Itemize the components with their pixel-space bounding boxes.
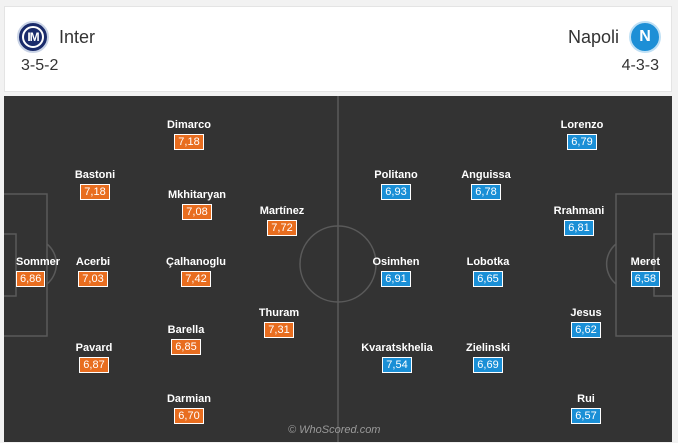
home-team[interactable]: IM Inter — [17, 21, 95, 53]
player-mkhitaryan[interactable]: Mkhitaryan 7,08 — [152, 189, 242, 220]
player-name: Rrahmani — [553, 205, 605, 217]
player-name: Çalhanoglu — [166, 256, 226, 268]
player-pavard[interactable]: Pavard 6,87 — [49, 342, 139, 373]
player-rating: 6,91 — [381, 271, 411, 287]
player-martinez[interactable]: Martínez 7,72 — [237, 205, 327, 236]
home-team-name[interactable]: Inter — [59, 26, 96, 47]
player-name: Darmian — [166, 393, 212, 405]
player-name: Politano — [374, 169, 418, 181]
player-barella[interactable]: Barella 6,85 — [141, 324, 231, 355]
player-rating: 7,42 — [181, 271, 211, 287]
player-kvaratskhelia[interactable]: Kvaratskhelia 7,54 — [352, 342, 442, 373]
napoli-crest-icon: N — [629, 21, 661, 53]
player-dimarco[interactable]: Dimarco 7,18 — [144, 119, 234, 150]
player-name: Osimhen — [372, 256, 420, 268]
player-rating: 7,31 — [264, 322, 294, 338]
player-rating: 6,70 — [174, 408, 204, 424]
player-calhanoglu[interactable]: Çalhanoglu 7,42 — [151, 256, 241, 287]
away-formation: 4-3-3 — [621, 57, 659, 74]
inter-crest-icon: IM — [17, 21, 49, 53]
player-name: Kvaratskhelia — [361, 342, 433, 354]
player-rating: 7,18 — [80, 184, 110, 200]
player-rating: 7,72 — [267, 220, 297, 236]
player-name: Zielinski — [465, 342, 511, 354]
player-rating: 6,79 — [567, 134, 597, 150]
player-politano[interactable]: Politano 6,93 — [351, 169, 441, 200]
player-rrahmani[interactable]: Rrahmani 6,81 — [534, 205, 624, 236]
match-header: IM Inter 3-5-2 Napoli N 4-3-3 — [4, 6, 672, 92]
player-rating: 6,86 — [16, 271, 46, 287]
player-darmian[interactable]: Darmian 6,70 — [144, 393, 234, 424]
player-rating: 6,62 — [571, 322, 601, 338]
player-rating: 6,93 — [381, 184, 411, 200]
player-zielinski[interactable]: Zielinski 6,69 — [443, 342, 533, 373]
player-lobotka[interactable]: Lobotka 6,65 — [443, 256, 533, 287]
watermark: © WhoScored.com — [288, 424, 381, 436]
player-rating: 6,85 — [171, 339, 201, 355]
player-rating: 7,54 — [382, 357, 412, 373]
player-name: Jesus — [570, 307, 602, 319]
player-name: Bastoni — [74, 169, 116, 181]
home-formation: 3-5-2 — [21, 57, 59, 74]
player-rating: 6,81 — [564, 220, 594, 236]
player-osimhen[interactable]: Osimhen 6,91 — [351, 256, 441, 287]
player-lorenzo[interactable]: Lorenzo 6,79 — [537, 119, 627, 150]
away-team-name[interactable]: Napoli — [567, 26, 619, 47]
player-rating: 6,78 — [471, 184, 501, 200]
player-name: Lorenzo — [560, 119, 604, 131]
player-name: Sommer — [16, 256, 61, 268]
player-rating: 7,18 — [174, 134, 204, 150]
player-name: Barella — [167, 324, 205, 336]
player-name: Lobotka — [466, 256, 510, 268]
pitch-lines — [4, 96, 672, 442]
player-acerbi[interactable]: Acerbi 7,03 — [48, 256, 138, 287]
player-bastoni[interactable]: Bastoni 7,18 — [50, 169, 140, 200]
player-rating: 6,65 — [473, 271, 503, 287]
player-sommer[interactable]: Sommer 6,86 — [16, 256, 106, 287]
player-name: Meret — [630, 256, 660, 268]
player-name: Acerbi — [75, 256, 111, 268]
player-name: Martínez — [259, 205, 305, 217]
player-rating: 6,58 — [630, 271, 660, 287]
player-name: Thuram — [258, 307, 300, 319]
player-meret[interactable]: Meret 6,58 — [570, 256, 660, 287]
player-name: Dimarco — [166, 119, 212, 131]
player-rating: 6,69 — [473, 357, 503, 373]
away-team[interactable]: Napoli N — [568, 21, 661, 53]
pitch: Sommer 6,86 Bastoni 7,18 Acerbi 7,03 Pav… — [4, 96, 672, 442]
player-name: Rui — [577, 393, 595, 405]
player-rating: 7,03 — [78, 271, 108, 287]
player-rating: 7,08 — [182, 204, 212, 220]
player-jesus[interactable]: Jesus 6,62 — [541, 307, 631, 338]
player-name: Pavard — [75, 342, 113, 354]
player-name: Mkhitaryan — [167, 189, 227, 201]
player-rating: 6,87 — [79, 357, 109, 373]
player-name: Anguissa — [461, 169, 511, 181]
player-rating: 6,57 — [571, 408, 601, 424]
player-anguissa[interactable]: Anguissa 6,78 — [441, 169, 531, 200]
player-rui[interactable]: Rui 6,57 — [541, 393, 631, 424]
player-thuram[interactable]: Thuram 7,31 — [234, 307, 324, 338]
